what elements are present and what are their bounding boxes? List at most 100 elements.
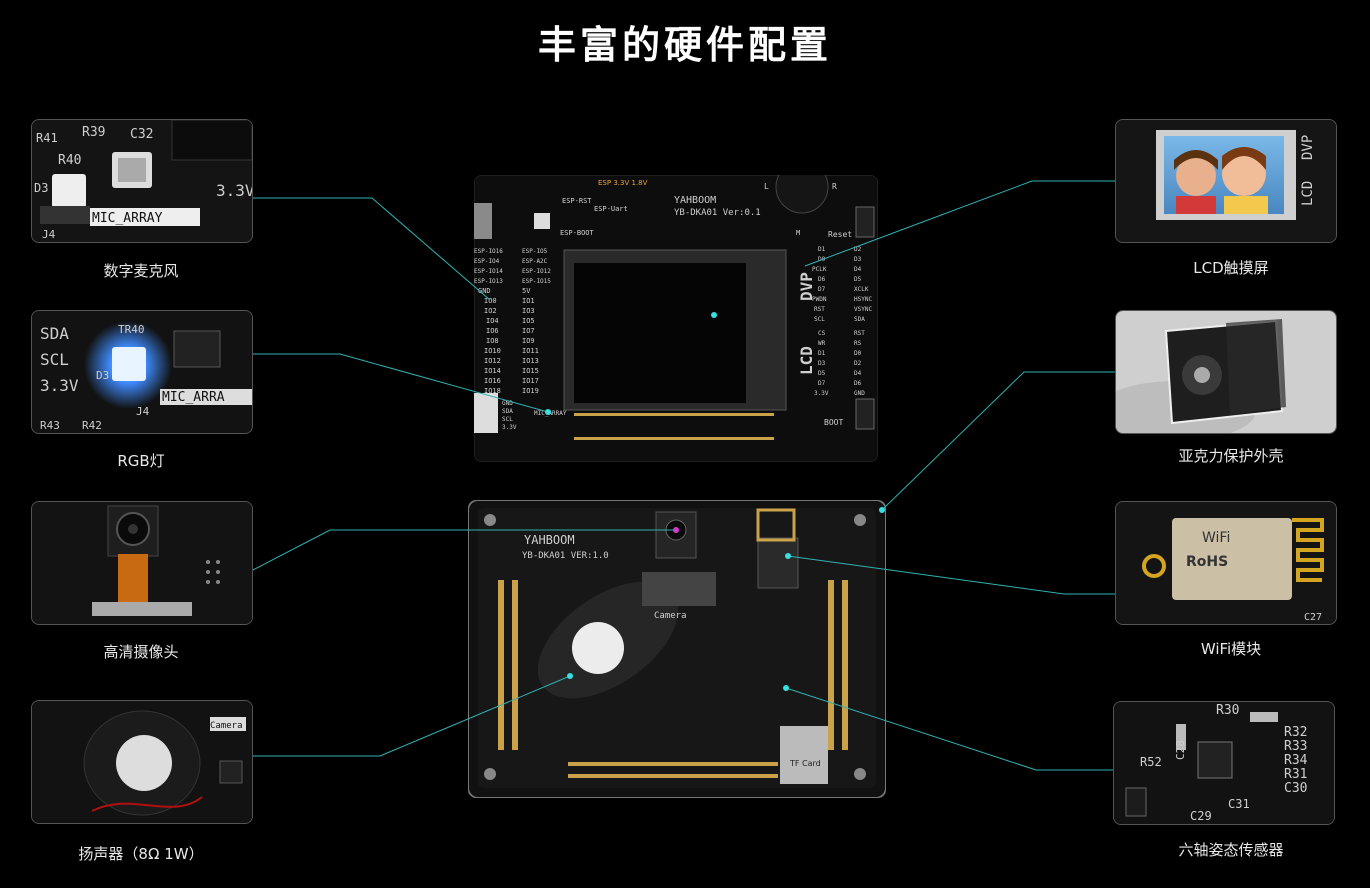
svg-text:D7: D7 (818, 380, 826, 387)
label-boot: BOOT (824, 418, 843, 427)
svg-text:IO16: IO16 (484, 377, 501, 385)
svg-text:D4: D4 (854, 370, 862, 377)
svg-text:ESP-A2C: ESP-A2C (522, 258, 548, 265)
svg-text:GND: GND (502, 400, 513, 407)
svg-text:D6: D6 (818, 276, 826, 283)
silk-r41: R41 (36, 131, 58, 145)
acrylic-case-photo (1115, 310, 1337, 434)
silk-r30: R30 (1216, 703, 1239, 718)
svg-text:D5: D5 (854, 276, 862, 283)
svg-text:IO2: IO2 (484, 307, 497, 315)
svg-text:CS: CS (818, 330, 826, 337)
board-bottom-view: YAHBOOM YB-DKA01 VER:1.0 Camera TF Card (468, 500, 886, 798)
svg-text:D1: D1 (818, 350, 826, 357)
svg-text:5V: 5V (522, 287, 531, 295)
label-r: R (832, 182, 837, 191)
silk-r31: R31 (1284, 767, 1307, 782)
silk-r40: R40 (58, 153, 81, 168)
svg-text:D5: D5 (818, 370, 826, 377)
svg-text:3.3V: 3.3V (814, 390, 829, 397)
top-brand: YAHBOOM (674, 195, 716, 206)
feature-label-lcd: LCD触摸屏 (1193, 259, 1269, 277)
bottom-brand: YAHBOOM (524, 533, 575, 547)
svg-text:D7: D7 (818, 286, 826, 293)
silk-c27: C27 (1304, 612, 1322, 623)
svg-text:ESP-IO12: ESP-IO12 (522, 268, 551, 275)
svg-text:D2: D2 (854, 360, 862, 367)
silk-r33: R33 (1284, 739, 1307, 754)
svg-text:D3: D3 (818, 360, 826, 367)
silk-r42: R42 (82, 419, 102, 432)
label-l: L (764, 182, 769, 191)
silk-lcd: LCD (1300, 181, 1316, 206)
bottom-model: YB-DKA01 VER:1.0 (522, 551, 609, 561)
silk-c31: C31 (1228, 797, 1250, 811)
svg-text:ESP-IO15: ESP-IO15 (522, 278, 551, 285)
svg-text:SDA: SDA (854, 316, 865, 323)
svg-text:D3: D3 (854, 256, 862, 263)
lcd-screen-photo: LCD DVP (1115, 119, 1337, 243)
svg-text:IO5: IO5 (522, 317, 535, 325)
svg-text:3.3V: 3.3V (502, 424, 517, 431)
svg-text:GND: GND (478, 287, 491, 295)
svg-text:RS: RS (854, 340, 862, 347)
feature-label-camera: 高清摄像头 (103, 643, 179, 661)
svg-text:IO7: IO7 (522, 327, 535, 335)
camera-module-photo (31, 501, 253, 625)
label-esp-boot: ESP-BOOT (560, 229, 595, 237)
feature-label-rgb-led: RGB灯 (117, 452, 165, 470)
svg-text:IO8: IO8 (486, 337, 499, 345)
label-esp-power: ESP 3.3V 1.8V (598, 179, 648, 187)
leader-acrylic-case (881, 371, 1115, 511)
silk-camera: Camera (210, 721, 243, 731)
microphone-module-photo: R41 R39 C32 R40 D3 MIC_ARRAY J4 3.3V (31, 119, 253, 243)
svg-text:D4: D4 (854, 266, 862, 273)
svg-text:SDA: SDA (502, 408, 513, 415)
svg-text:GND: GND (854, 390, 865, 397)
silk-r39: R39 (82, 125, 105, 140)
svg-text:IO17: IO17 (522, 377, 539, 385)
silk-dvp: DVP (1300, 135, 1316, 160)
feature-label-imu-sensor: 六轴姿态传感器 (1178, 841, 1284, 859)
silk-rohs: RoHS (1186, 554, 1228, 570)
feature-label-wifi: WiFi模块 (1200, 640, 1262, 658)
silk-mic-array: MIC_ARRAY (92, 211, 163, 226)
svg-text:IO19: IO19 (522, 387, 539, 395)
silk-3v3: 3.3V (40, 376, 79, 395)
label-esp-uart: ESP-Uart (594, 205, 628, 213)
svg-text:IO1: IO1 (522, 297, 535, 305)
svg-text:ESP-IO14: ESP-IO14 (474, 268, 503, 275)
silk-c30: C30 (1284, 781, 1307, 796)
svg-text:IO14: IO14 (484, 367, 501, 375)
svg-text:IO12: IO12 (484, 357, 501, 365)
feature-label-speaker: 扬声器（8Ω 1W） (78, 845, 204, 863)
silk-r52: R52 (1140, 755, 1162, 769)
wifi-module-photo: WiFi RoHS C27 (1115, 501, 1337, 625)
label-tf-card: TF Card (789, 759, 821, 768)
silk-c29: C29 (1190, 809, 1212, 823)
silk-c32: C32 (130, 127, 153, 142)
label-m: M (796, 229, 800, 237)
feature-label-microphone: 数字麦克风 (103, 262, 179, 280)
svg-text:IO6: IO6 (486, 327, 499, 335)
label-dvp: DVP (797, 272, 816, 301)
page-title: 丰富的硬件配置 (537, 23, 832, 67)
svg-text:D0: D0 (854, 350, 862, 357)
svg-text:IO10: IO10 (484, 347, 501, 355)
top-model: YB-DKA01 Ver:0.1 (674, 208, 761, 218)
svg-text:PWDN: PWDN (812, 296, 827, 303)
imu-sensor-photo: R30 R32 R33 R34 R31 C30 C28 R52 C29 C31 (1113, 701, 1335, 825)
feature-label-acrylic-case: 亚克力保护外壳 (1178, 447, 1284, 465)
svg-text:ESP-IO5: ESP-IO5 (522, 248, 548, 255)
svg-text:D1: D1 (818, 246, 826, 253)
silk-scl: SCL (40, 350, 69, 369)
silk-c28: C28 (1174, 740, 1187, 760)
svg-text:ESP-IO13: ESP-IO13 (474, 278, 503, 285)
silk-d3: D3 (96, 369, 109, 382)
svg-text:IO13: IO13 (522, 357, 539, 365)
silk-3v3: 3.3V (216, 181, 252, 200)
silk-j4: J4 (42, 228, 56, 241)
svg-text:SCL: SCL (814, 316, 825, 323)
svg-text:ESP-IO16: ESP-IO16 (474, 248, 503, 255)
svg-text:RST: RST (854, 330, 865, 337)
